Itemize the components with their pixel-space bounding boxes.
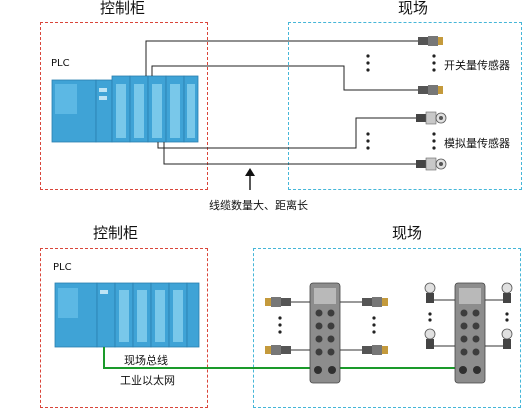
switch-sensor-label: 开关量传感器 <box>444 59 510 72</box>
switch-sensor-icon <box>362 345 388 355</box>
bottom-plc-label: PLC <box>53 262 72 273</box>
top-field-title: 现场 <box>398 0 429 17</box>
switch-sensor-icon <box>418 36 443 46</box>
analog-sensor-icon <box>416 157 447 171</box>
switch-sensor-icon <box>362 297 388 307</box>
switch-sensor-icon <box>265 297 291 307</box>
analog-sensor-icon <box>501 328 513 349</box>
io-module-icon <box>309 282 341 384</box>
analog-sensor-icon <box>416 111 447 125</box>
wire-4 <box>163 142 420 165</box>
ellipsis-dot <box>366 68 370 72</box>
bus-label: 现场总线 <box>124 354 168 367</box>
switch-sensor-icon <box>418 85 443 95</box>
top-annotation: 线缆数量大、距离长 <box>209 199 308 212</box>
bottom-field-title: 现场 <box>392 224 423 242</box>
analog-sensor-icon <box>501 282 513 303</box>
ellipsis-dot <box>432 68 436 72</box>
top-cabinet-box <box>40 22 208 190</box>
ellipsis-dot <box>432 54 436 58</box>
bus-line <box>103 347 470 369</box>
ellipsis-dot <box>366 139 370 143</box>
top-field-box <box>288 22 522 190</box>
ethernet-label: 工业以太网 <box>120 374 175 387</box>
wire-2 <box>151 65 420 91</box>
ellipsis-dot <box>366 61 370 65</box>
analog-sensor-icon <box>424 328 436 349</box>
ellipsis-dot <box>366 54 370 58</box>
switch-sensor-icon <box>265 345 291 355</box>
ellipsis-dot <box>432 139 436 143</box>
ellipsis-dot <box>366 132 370 136</box>
bottom-cabinet-title: 控制柜 <box>93 224 139 242</box>
ellipsis-dot <box>432 132 436 136</box>
ellipsis-dot <box>432 61 436 65</box>
up-arrow-icon <box>245 168 255 190</box>
ellipsis-dot <box>366 146 370 150</box>
io-module-icon <box>454 282 486 384</box>
wire-1 <box>145 40 420 76</box>
wire-3 <box>157 117 420 149</box>
analog-sensor-label: 模拟量传感器 <box>444 137 510 150</box>
top-plc-label: PLC <box>51 58 70 69</box>
analog-sensor-icon <box>424 282 436 303</box>
ellipsis-dot <box>432 146 436 150</box>
top-cabinet-title: 控制柜 <box>100 0 146 17</box>
